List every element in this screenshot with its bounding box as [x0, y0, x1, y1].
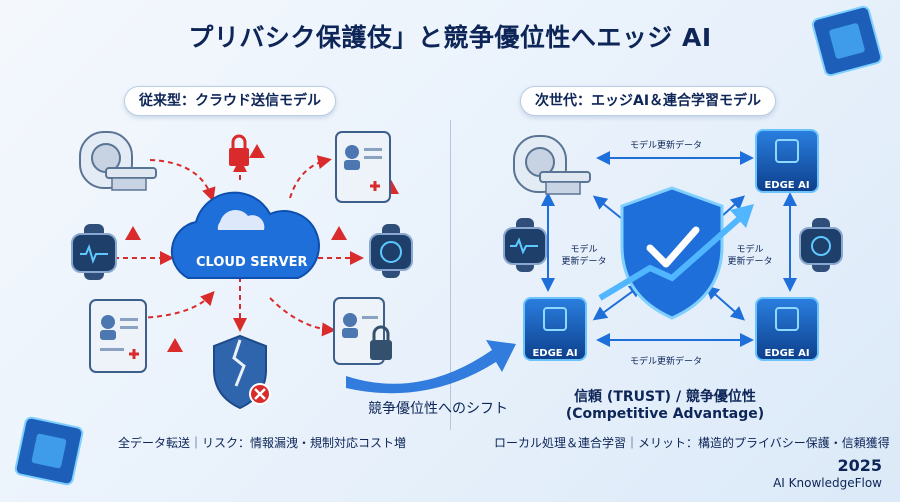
decorative-chip-bottom-left: [14, 416, 84, 486]
trust-label-line2: (Competitive Advantage): [565, 406, 765, 422]
page-title: プリバシク保護伎」と競争優位性へエッジ AI: [188, 23, 712, 52]
right-panel-caption: ローカル処理＆連合学習｜メリット：構造的プライバシー保護・信頼獲得: [494, 436, 890, 450]
trust-label-line1: 信頼 (TRUST) / 競争優位性: [574, 389, 756, 405]
edge-model-diagram: [503, 129, 843, 361]
update-label-left-line2: 更新データ: [561, 257, 607, 267]
update-label-right-line2: 更新データ: [727, 257, 773, 267]
update-label-right-line1: モデル: [736, 245, 764, 255]
brand-name: AI KnowledgeFlow: [773, 476, 882, 490]
shift-label: 競争優位性へのシフト: [368, 401, 508, 417]
update-label-right: モデル 更新データ: [720, 244, 780, 268]
update-label-left-line1: モデル: [570, 245, 598, 255]
cloud-server-label: CLOUD SERVER: [196, 255, 308, 270]
cloud-model-diagram: [71, 131, 413, 410]
left-panel-header: 従来型：クラウド送信モデル: [124, 86, 336, 116]
brand-year: 2025: [837, 456, 882, 475]
decorative-chip-top-right: [811, 5, 883, 77]
right-panel-header: 次世代：エッジAI＆連合学習モデル: [520, 86, 777, 116]
update-label-bottom: モデル更新データ: [629, 357, 702, 367]
update-label-left: モデル 更新データ: [554, 244, 614, 268]
left-panel-caption: 全データ転送｜リスク：情報漏洩・規制対応コスト増: [118, 436, 407, 450]
update-label-top: モデル更新データ: [629, 141, 702, 151]
trust-label: 信頼 (TRUST) / 競争優位性 (Competitive Advantag…: [550, 386, 780, 422]
edge-ai-label-bottom-right: EDGE AI: [764, 348, 810, 359]
edge-ai-label-bottom-left: EDGE AI: [532, 348, 578, 359]
edge-ai-label-top-right: EDGE AI: [764, 180, 810, 191]
shift-arrow: [346, 340, 516, 394]
panel-divider: [450, 120, 451, 430]
